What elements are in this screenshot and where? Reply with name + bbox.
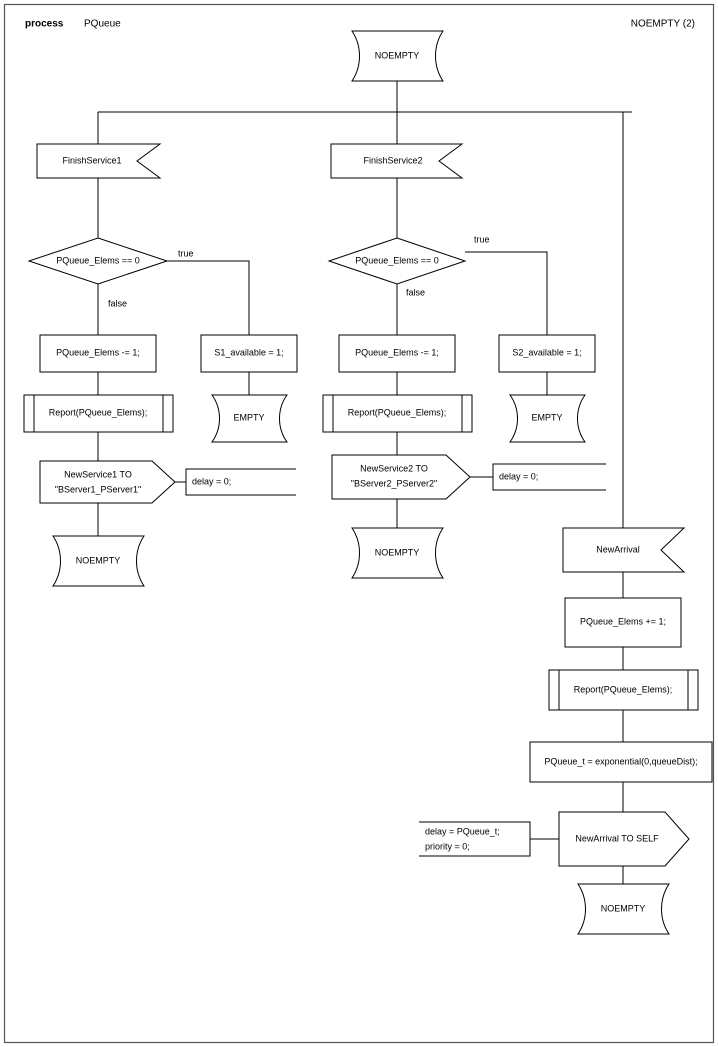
state-empty-mid-label: EMPTY [531,412,562,422]
output-new-service-2[interactable]: NewService2 TO "BServer2_PServer2" [331,454,471,500]
procedure-report-right-label: Report(PQueue_Elems); [574,684,673,694]
state-empty-left-label: EMPTY [233,412,264,422]
header-page-label: NOEMPTY (2) [631,19,695,30]
task-s2-available-label: S2_available = 1; [512,347,581,357]
state-noempty-mid[interactable]: NOEMPTY [351,527,444,579]
edge-label-mid-false: false [406,287,425,297]
decision-mid-pqueue-empty[interactable]: PQueue_Elems == 0 [327,237,467,285]
input-new-arrival-label: NewArrival [596,544,640,554]
state-empty-left[interactable]: EMPTY [211,394,288,443]
procedure-report-right[interactable]: Report(PQueue_Elems); [548,669,699,711]
output-new-service-1[interactable]: NewService1 TO "BServer1_PServer1" [39,460,176,504]
comment-delay-left-label: delay = 0; [192,476,231,486]
output-new-arrival-self[interactable]: NewArrival TO SELF [558,811,690,867]
output-new-service-1-label-line1: NewService1 TO [64,469,132,479]
state-noempty-left-label: NOEMPTY [76,555,121,565]
task-s1-available[interactable]: S1_available = 1; [200,334,298,373]
state-start-noempty-label: NOEMPTY [375,50,420,60]
connector-mid-true-path [465,251,548,335]
task-pqueue-t[interactable]: PQueue_t = exponential(0,queueDist); [529,741,713,783]
state-noempty-left[interactable]: NOEMPTY [52,535,145,587]
comment-arrival-delay-line1: delay = PQueue_t; [425,826,500,836]
procedure-report-mid-label: Report(PQueue_Elems); [348,407,447,417]
state-start-noempty[interactable]: NOEMPTY [351,30,444,82]
task-increment-right-label: PQueue_Elems += 1; [580,616,666,626]
procedure-report-left[interactable]: Report(PQueue_Elems); [23,394,174,433]
procedure-report-mid[interactable]: Report(PQueue_Elems); [322,394,473,433]
task-decrement-left[interactable]: PQueue_Elems -= 1; [39,334,157,373]
output-new-service-2-label-line2: "BServer2_PServer2" [351,478,437,488]
edge-label-mid-true: true [474,234,490,244]
output-new-service-1-label-line2: "BServer1_PServer1" [55,484,141,494]
decision-mid-label: PQueue_Elems == 0 [355,255,439,265]
decision-left-pqueue-empty[interactable]: PQueue_Elems == 0 [27,237,169,285]
header-keyword: process [25,19,64,30]
task-decrement-left-label: PQueue_Elems -= 1; [56,347,140,357]
output-new-arrival-self-label: NewArrival TO SELF [575,833,659,843]
state-noempty-right[interactable]: NOEMPTY [577,883,670,935]
input-finish-service-1-label: FinishService1 [62,155,121,165]
edge-label-left-true: true [178,248,194,258]
input-new-arrival[interactable]: NewArrival [562,527,686,573]
task-s2-available[interactable]: S2_available = 1; [498,334,596,373]
state-noempty-mid-label: NOEMPTY [375,547,420,557]
comment-arrival-delay: delay = PQueue_t; priority = 0; [419,821,531,857]
input-finish-service-2[interactable]: FinishService2 [330,143,464,179]
task-decrement-mid-label: PQueue_Elems -= 1; [355,347,439,357]
task-increment-right[interactable]: PQueue_Elems += 1; [564,597,682,648]
comment-delay-mid-label: delay = 0; [499,471,538,481]
task-pqueue-t-label: PQueue_t = exponential(0,queueDist); [544,756,697,766]
procedure-report-left-label: Report(PQueue_Elems); [49,407,148,417]
connector-left-true-path [167,260,250,335]
edge-label-left-false: false [108,298,127,308]
page-frame [3,3,715,1044]
comment-delay-mid: delay = 0; [492,463,606,491]
decision-left-label: PQueue_Elems == 0 [56,255,140,265]
state-noempty-right-label: NOEMPTY [601,903,646,913]
comment-arrival-delay-line2: priority = 0; [425,841,470,851]
input-finish-service-1[interactable]: FinishService1 [36,143,162,179]
task-decrement-mid[interactable]: PQueue_Elems -= 1; [338,334,456,373]
comment-delay-left: delay = 0; [185,468,296,496]
header-process-name: PQueue [84,19,121,30]
input-finish-service-2-label: FinishService2 [363,155,422,165]
output-new-service-2-label-line1: NewService2 TO [360,463,428,473]
task-s1-available-label: S1_available = 1; [214,347,283,357]
state-empty-mid[interactable]: EMPTY [509,394,586,443]
